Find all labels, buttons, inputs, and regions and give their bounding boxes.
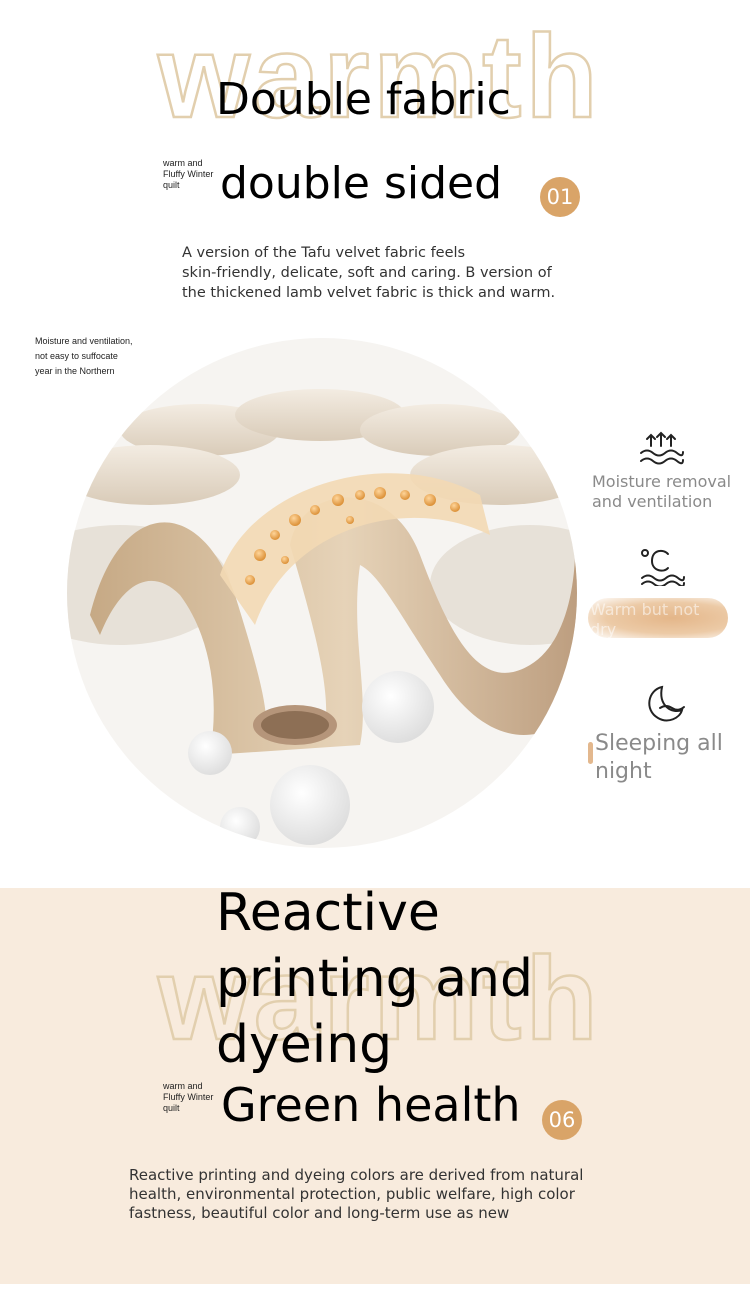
air-ball [270, 765, 350, 845]
section-number-badge: 06 [542, 1100, 582, 1140]
section2-title: Reactive printing and dyeing [216, 880, 533, 1078]
feature-label-warm: Warm but not dry [590, 600, 699, 640]
corner-note-line: Moisture and ventilation, [35, 336, 133, 346]
side-note-line: warm and [163, 1081, 203, 1091]
temperature-icon [641, 549, 685, 586]
description-line: the thickened lamb velvet fabric is thic… [182, 285, 556, 301]
side-note-line: Fluffy Winter [163, 1092, 214, 1102]
section2-title-line: printing and [216, 949, 533, 1009]
feature-label-line: dry [590, 620, 617, 639]
side-note-line: quilt [163, 1103, 180, 1113]
fiber-beads [245, 487, 460, 585]
fabric-wave-tube [90, 495, 577, 755]
description-line: A version of the Tafu velvet fabric feel… [182, 245, 466, 261]
feature-label-line: Moisture removal [592, 472, 732, 491]
section-description: A version of the Tafu velvet fabric feel… [182, 243, 555, 303]
watermark-word: warmth [157, 933, 602, 1065]
side-note-line: Fluffy Winter [163, 169, 214, 179]
corner-note-line: not easy to suffocate [35, 351, 118, 361]
feature-label-line: and ventilation [592, 492, 713, 511]
air-channel [220, 473, 490, 625]
section2-title-line: Reactive [216, 883, 440, 943]
side-note-line: warm and [163, 158, 203, 168]
feature-label-line: Warm but not [590, 600, 700, 619]
section2-background [0, 888, 750, 1284]
section-number-badge: 01 [540, 177, 580, 217]
fabric-cross-section-illustration [67, 338, 577, 848]
diagram-corner-note: Moisture and ventilation, not easy to su… [35, 334, 133, 379]
section-title-line2: double sided [220, 158, 503, 209]
feature-label-moisture: Moisture removal and ventilation [592, 472, 731, 512]
moisture-icon [640, 431, 684, 465]
description-line: skin-friendly, delicate, soft and caring… [182, 265, 552, 281]
description-line: Reactive printing and dyeing colors are … [129, 1166, 584, 1184]
feature-label-sleep: Sleeping all night [595, 730, 723, 786]
watermark-word: warmth [157, 11, 602, 143]
corner-note-line: year in the Northern [35, 366, 115, 376]
air-ball [220, 807, 260, 847]
feature-label-line: night [595, 759, 652, 784]
moon-icon [648, 685, 685, 722]
description-line: health, environmental protection, public… [129, 1185, 575, 1203]
section-title-line1: Double fabric [216, 74, 511, 125]
side-note-line: quilt [163, 180, 180, 190]
description-line: fastness, beautiful color and long-term … [129, 1204, 510, 1222]
section2-subtitle: Green health [221, 1078, 521, 1132]
section2-description: Reactive printing and dyeing colors are … [129, 1166, 583, 1223]
feature-accent-bar [588, 742, 593, 764]
section2-title-line: dyeing [216, 1015, 393, 1075]
feature-label-warm-blurred-badge [588, 598, 728, 638]
side-note: warm and Fluffy Winter quilt [163, 1081, 213, 1114]
side-note: warm and Fluffy Winter quilt [163, 158, 213, 191]
feature-label-line: Sleeping all [595, 731, 723, 756]
air-ball [362, 671, 434, 743]
air-ball [188, 731, 232, 775]
